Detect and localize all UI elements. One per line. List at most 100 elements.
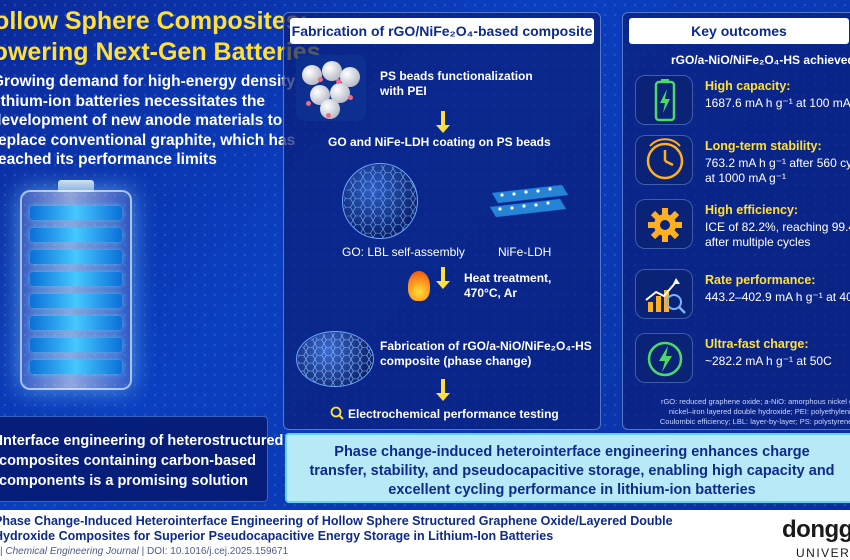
flame-icon [408, 271, 430, 301]
pei-dot [326, 113, 331, 118]
solution-line: components is a promising solution [0, 473, 248, 489]
intro-text: Growing demand for high-energy density l… [0, 72, 296, 170]
go-sphere-icon [342, 163, 418, 239]
battery-cell [30, 206, 122, 220]
step-coating: GO and NiFe-LDH coating on PS beads [328, 135, 551, 149]
paper-title: Phase Change-Induced Heterointerface Eng… [0, 514, 673, 544]
outcomes-panel: Key outcomes rGO/a-NiO/NiFe₂O₄-HS achiev… [622, 12, 850, 430]
abbr-line: rGO: reduced graphene oxide; a-NiO: amor… [660, 397, 850, 406]
summary-line: transfer, stability, and pseudocapacitiv… [309, 463, 835, 479]
solution-box: Interface engineering of heterostructure… [0, 416, 283, 502]
journal-name: Chemical Engineering Journal [5, 546, 139, 557]
outcomes-header: Key outcomes [629, 18, 849, 44]
label-go: GO: LBL self-assembly [342, 245, 465, 259]
battery-cell [30, 360, 122, 374]
step-text: Heat treatment, [464, 271, 552, 285]
bead [330, 83, 350, 103]
arrow-down-icon [436, 379, 450, 401]
ps-beads-icon [296, 55, 366, 121]
battery-cell [30, 316, 122, 330]
gear-icon [635, 199, 693, 249]
paper-title-line: Phase Change-Induced Heterointerface Eng… [0, 514, 673, 528]
outcome-fast-charge: Ultra-fast charge: ~282.2 mA h g⁻¹ at 50… [631, 329, 850, 389]
pei-dot [306, 101, 311, 106]
infographic-poster: Hollow Sphere Composites: Powering Next-… [0, 0, 850, 510]
intro-line: development of new anode materials to [0, 112, 283, 129]
step-text: PS beads functionalization [380, 69, 533, 83]
step-text: composite (phase change) [380, 354, 532, 368]
outcome-stability: Long-term stability: 763.2 mA h g⁻¹ afte… [631, 131, 850, 191]
outcomes-subheader: rGO/a-NiO/NiFe₂O₄-HS achieved: [671, 53, 850, 67]
outcome-efficiency: High efficiency: ICE of 82.2%, reaching … [631, 195, 850, 255]
battery-body [20, 190, 132, 390]
step-heat: Heat treatment, 470°C, Ar [464, 271, 551, 301]
university-logo-subtext: UNIVERSITY [796, 546, 850, 560]
outcome-desc-line: after multiple cycles [705, 235, 811, 249]
paper-title-line: Hydroxide Composites for Superior Pseudo… [0, 529, 554, 543]
university-logo: dongguk [782, 516, 850, 543]
citation: | Chemical Engineering Journal | DOI: 10… [0, 546, 289, 557]
left-column: Hollow Sphere Composites: Powering Next-… [0, 0, 321, 510]
battery-cell [30, 250, 122, 264]
chart-icon [635, 269, 693, 319]
intro-line: Growing demand for high-energy density [0, 73, 296, 90]
pei-dot [336, 79, 341, 84]
battery-cell [30, 338, 122, 352]
outcome-title: Long-term stability: [705, 139, 822, 153]
step-ps-beads: PS beads functionalization with PEI [380, 69, 533, 99]
outcome-desc-line: ICE of 82.2%, reaching 99.4% [705, 220, 850, 234]
outcome-title: Ultra-fast charge: [705, 337, 809, 351]
battery-illustration [20, 180, 132, 390]
step-text: 470°C, Ar [464, 286, 518, 300]
poster-title: Hollow Sphere Composites: Powering Next-… [0, 6, 321, 68]
summary-line: excellent cycling performance in lithium… [388, 482, 756, 498]
ldh-sheet-icon [489, 184, 569, 218]
arrow-down-icon [436, 267, 450, 289]
title-line-1: Hollow Sphere Composites: [0, 7, 308, 35]
solution-text: Interface engineering of heterostructure… [0, 431, 283, 491]
solution-line: composites containing carbon-based [0, 453, 257, 469]
summary-text: Phase change-induced heterointerface eng… [287, 443, 850, 500]
abbreviations: rGO: reduced graphene oxide; a-NiO: amor… [629, 397, 850, 427]
battery-icon [635, 75, 693, 125]
outcome-desc-line: at 1000 mA g⁻¹ [705, 171, 787, 185]
fabrication-panel: Fabrication of rGO/NiFe₂O₄-based composi… [283, 12, 601, 430]
battery-cell [30, 228, 122, 242]
footer: Phase Change-Induced Heterointerface Eng… [0, 510, 850, 560]
outcome-desc: 443.2–402.9 mA h g⁻¹ at 400 [705, 290, 850, 304]
step-composite: Fabrication of rGO/a-NiO/NiFe₂O₄-HS comp… [380, 339, 592, 369]
battery-cell [30, 272, 122, 286]
outcome-rate: Rate performance: 443.2–402.9 mA h g⁻¹ a… [631, 265, 850, 325]
battery-cap [58, 180, 94, 192]
doi[interactable]: DOI: 10.1016/j.cej.2025.159671 [146, 546, 289, 557]
summary-line: Phase change-induced heterointerface eng… [334, 444, 810, 460]
bead [320, 99, 340, 119]
abbr-line: Coulombic efficiency; LBL: layer-by-laye… [659, 417, 850, 426]
outcome-desc: 763.2 mA h g⁻¹ after 560 cycles at 1000 … [705, 156, 850, 186]
clock-icon [635, 135, 693, 185]
outcome-desc: 1687.6 mA h g⁻¹ at 100 mA g⁻¹ [705, 96, 850, 110]
step-testing: Electrochemical performance testing [348, 407, 559, 421]
intro-line: reached its performance limits [0, 151, 217, 168]
fabrication-header: Fabrication of rGO/NiFe₂O₄-based composi… [290, 18, 594, 44]
lightning-icon [635, 333, 693, 383]
outcome-title: High capacity: [705, 79, 791, 93]
title-line-2: Powering Next-Gen Batteries [0, 38, 321, 66]
outcome-desc: ICE of 82.2%, reaching 99.4% after multi… [705, 220, 850, 250]
outcome-desc-line: 763.2 mA h g⁻¹ after 560 cycles [705, 156, 850, 170]
outcome-capacity: High capacity: 1687.6 mA h g⁻¹ at 100 mA… [631, 71, 850, 131]
pei-dot [348, 95, 353, 100]
arrow-down-icon [436, 111, 450, 133]
composite-sphere-icon [296, 331, 374, 387]
intro-line: lithium-ion batteries necessitates the [0, 92, 266, 110]
battery-cell [30, 294, 122, 308]
label-ldh: NiFe-LDH [498, 245, 552, 259]
abbr-line: nickel–iron layered double hydroxide; PE… [668, 407, 850, 416]
pei-dot [318, 77, 323, 82]
step-text: Fabrication of rGO/a-NiO/NiFe₂O₄-HS [380, 339, 592, 353]
outcome-desc: ~282.2 mA h g⁻¹ at 50C [705, 354, 832, 368]
magnifier-icon [330, 406, 344, 420]
bead [302, 65, 322, 85]
bead [340, 67, 360, 87]
intro-line: replace conventional graphite, which has [0, 131, 296, 149]
